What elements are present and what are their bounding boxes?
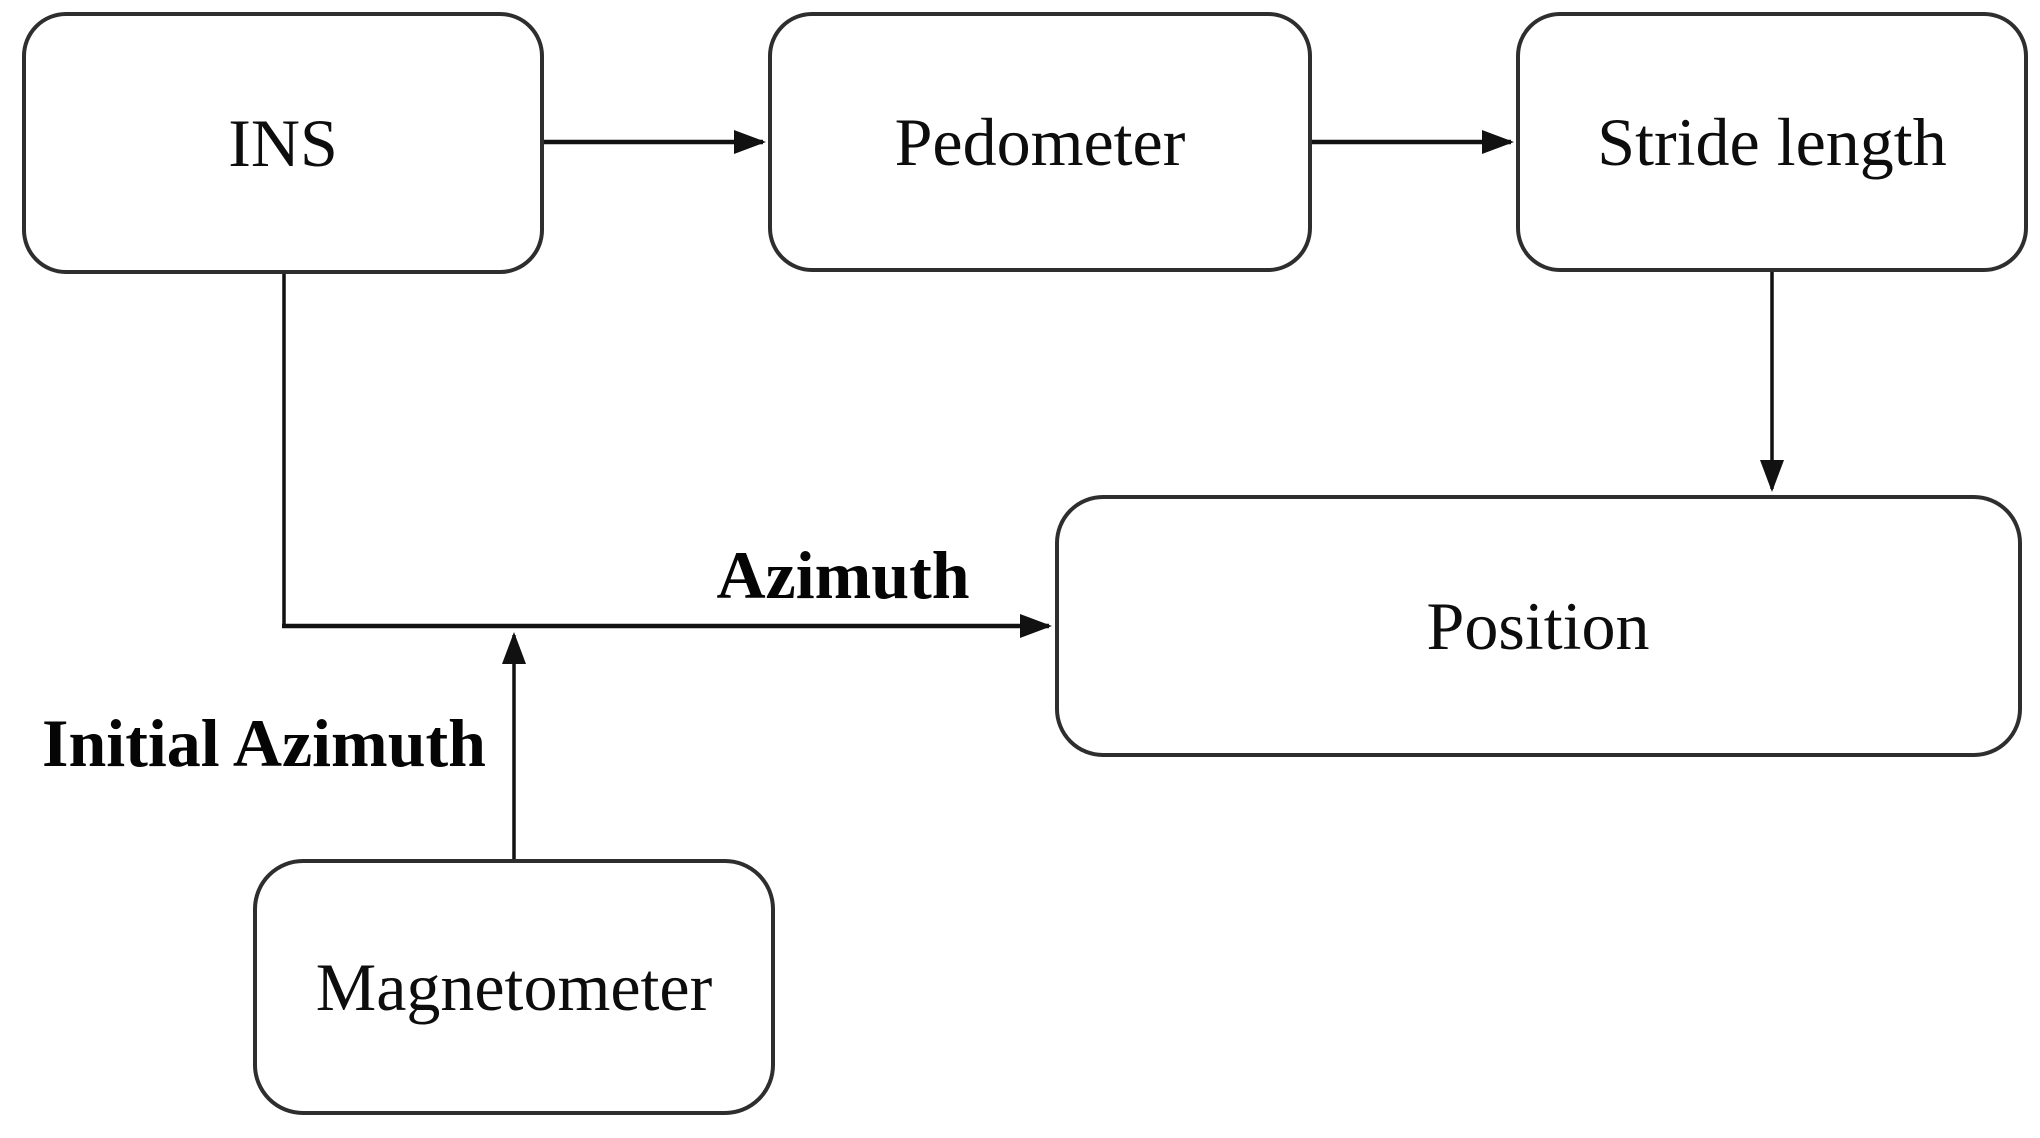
node-position: Position	[1055, 495, 2022, 757]
node-magnetometer: Magnetometer	[253, 859, 775, 1115]
node-magnetometer-box	[253, 859, 775, 1115]
node-stride-length-box	[1516, 12, 2028, 272]
edge-magnetometer-to-azimuth-line: Initial Azimuth	[42, 632, 526, 861]
node-stride-length-label: Stride length	[1597, 104, 1946, 180]
edge-ins-to-position: Azimuth	[282, 272, 1052, 638]
node-pedometer-label: Pedometer	[895, 104, 1186, 180]
node-position-box	[1055, 495, 2022, 757]
node-ins-box	[22, 12, 544, 274]
node-position-label: Position	[1427, 588, 1650, 664]
node-ins-label: INS	[228, 105, 338, 181]
node-ins: INS	[22, 12, 544, 274]
node-pedometer: Pedometer	[768, 12, 1312, 272]
azimuth-label: Azimuth	[716, 537, 969, 613]
node-magnetometer-label: Magnetometer	[316, 949, 713, 1025]
node-pedometer-box	[768, 12, 1312, 272]
node-stride-length: Stride length	[1516, 12, 2028, 272]
initial-azimuth-label: Initial Azimuth	[42, 705, 486, 781]
